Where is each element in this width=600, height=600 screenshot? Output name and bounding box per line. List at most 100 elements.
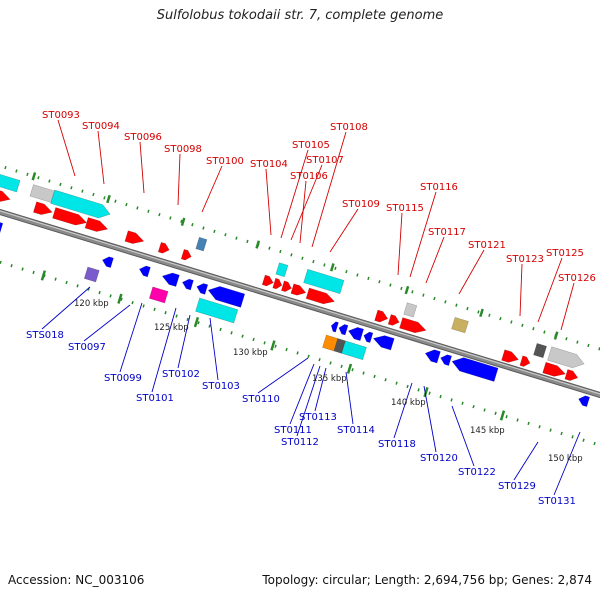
gene-feature [542, 361, 566, 377]
forward-gene-leader [537, 257, 563, 323]
forward-gene-label: ST0121 [468, 240, 506, 251]
forward-gene-label: ST0126 [558, 273, 596, 284]
reverse-gene-leader [393, 382, 413, 439]
reverse-gene-leader [451, 405, 475, 467]
tick-marks [0, 162, 600, 464]
accession-text: Accession: NC_003106 [8, 573, 145, 587]
forward-gene-label: ST0100 [206, 156, 244, 167]
label-leaders [41, 119, 581, 496]
forward-gene-label: ST0096 [124, 132, 162, 143]
forward-gene-label: ST0109 [342, 199, 380, 210]
major-tick [423, 386, 429, 398]
gene-feature [0, 171, 21, 193]
reverse-gene-label: ST0113 [299, 412, 337, 423]
gene-feature [0, 186, 11, 203]
gene-feature [195, 297, 239, 324]
forward-gene-leader [458, 249, 485, 295]
gene-feature [519, 355, 531, 367]
forward-gene-label: ST0104 [250, 159, 288, 170]
reverse-gene-leader [296, 365, 321, 437]
gene-feature [564, 369, 579, 381]
reverse-gene-leader [209, 317, 219, 381]
gene-feature [207, 286, 246, 308]
map-title: Sulfolobus tokodaii str. 7, complete gen… [156, 8, 444, 23]
gene-feature [196, 283, 209, 295]
forward-gene-label: ST0098 [164, 144, 202, 155]
gene-feature [341, 340, 367, 361]
genome-summary-text: Topology: circular; Length: 2,694,756 bp… [262, 573, 592, 587]
reverse-gene-leader [289, 363, 315, 425]
scale-label: 135 kbp [312, 374, 347, 384]
reverse-gene-leader [41, 286, 91, 330]
backbone-highlight [0, 204, 600, 416]
major-tick [499, 410, 506, 421]
backbone-line [0, 204, 600, 419]
major-tick [193, 316, 200, 328]
gene-feature [124, 230, 145, 244]
forward-gene-leader [290, 164, 323, 241]
major-tick [553, 331, 559, 340]
forward-gene-leader [425, 236, 445, 284]
reverse-gene-leader [119, 302, 143, 373]
forward-gene-leader [280, 149, 309, 239]
reverse-gene-label: ST0097 [68, 342, 106, 353]
forward-gene-leader [139, 141, 145, 194]
forward-gene-label: ST0123 [506, 254, 544, 265]
reverse-gene-leader [345, 371, 354, 425]
reverse-gene-label: ST0131 [538, 496, 576, 507]
gene-feature [83, 266, 100, 283]
gene-feature [275, 262, 289, 278]
reverse-gene-leader [151, 307, 177, 393]
reverse-gene-leader [553, 431, 581, 496]
forward-gene-leader [177, 153, 181, 206]
gene-feature [338, 324, 349, 336]
gene-feature [33, 201, 53, 215]
gene-feature [280, 280, 292, 292]
gene-feature [0, 218, 4, 236]
gene-feature [272, 277, 283, 290]
gene-feature [533, 343, 547, 359]
gene-feature [451, 316, 469, 334]
forward-gene-leader [265, 168, 272, 236]
gene-feature [161, 272, 180, 287]
reverse-gene-label: ST0110 [242, 394, 280, 405]
gene-feature [305, 287, 336, 305]
gene-feature [102, 256, 114, 269]
forward-gene-leader [409, 191, 437, 278]
forward-gene-leader [311, 131, 347, 248]
reverse-gene-label: ST0111 [274, 425, 312, 436]
forward-gene-leader [299, 180, 307, 244]
gene-feature [348, 327, 365, 342]
gene-feature [547, 346, 585, 369]
scale-label: 125 kbp [154, 323, 189, 333]
reverse-gene-leader [423, 385, 437, 453]
major-tick [270, 340, 276, 351]
reverse-gene-leader [513, 441, 539, 481]
forward-gene-label: ST0107 [306, 155, 344, 166]
reverse-gene-label: ST0101 [136, 393, 174, 404]
gene-feature [29, 184, 55, 203]
forward-gene-label: ST0105 [292, 140, 330, 151]
forward-gene-leader [329, 208, 359, 253]
major-tick [346, 363, 353, 374]
gene-feature [180, 248, 192, 261]
forward-gene-label: ST0117 [428, 227, 466, 238]
forward-gene-leader [201, 165, 223, 213]
gene-feature [138, 265, 151, 278]
major-tick [117, 293, 123, 304]
gene-feature [157, 241, 170, 254]
forward-gene-label: ST0108 [330, 122, 368, 133]
scale-label: 145 kbp [470, 426, 505, 436]
gene-feature [372, 335, 395, 351]
gene-feature [261, 274, 274, 287]
reverse-gene-leader [314, 367, 327, 412]
major-tick [40, 270, 47, 281]
scale-label: 140 kbp [391, 398, 426, 408]
gene-feature [399, 317, 427, 334]
major-tick [404, 285, 410, 295]
reverse-gene-label: ST0099 [104, 373, 142, 384]
forward-gene-leader [397, 212, 403, 276]
